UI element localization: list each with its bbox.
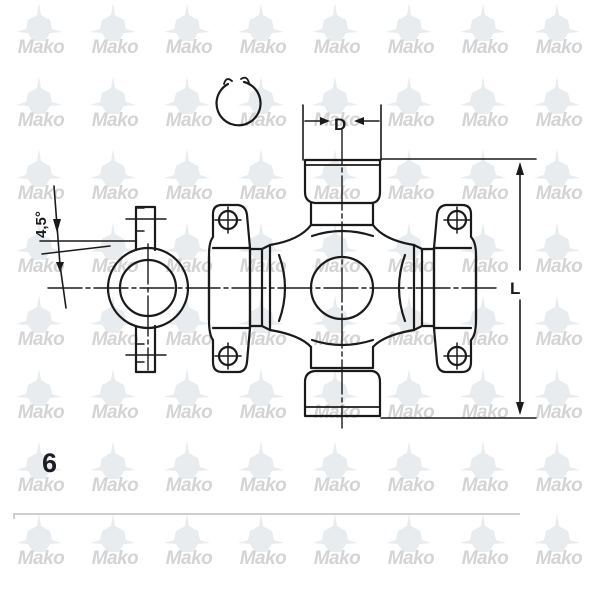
angle-label: 4,5° <box>33 211 50 238</box>
dimension-l-label: L <box>510 279 520 298</box>
separator-line <box>13 513 520 515</box>
snap-ring-icon <box>215 76 262 127</box>
dimension-d-label: D <box>334 115 346 134</box>
item-number: 6 <box>42 448 58 478</box>
angle-annotation <box>39 185 137 309</box>
dimension-d <box>302 104 382 161</box>
separator-tick <box>13 513 15 519</box>
centerlines <box>47 129 501 429</box>
dimension-l <box>380 158 537 419</box>
